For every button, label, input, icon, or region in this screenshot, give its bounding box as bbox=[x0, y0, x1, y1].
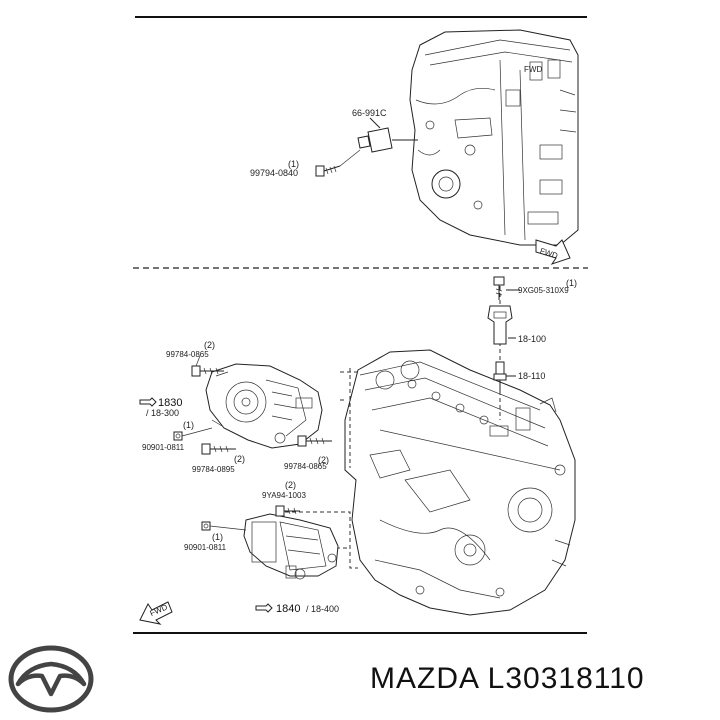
sensor-part-label: 66-991C bbox=[352, 108, 387, 118]
coil-bolt-label: 9XG05-310X9 bbox=[518, 286, 569, 295]
coil-bolt: (1) 9XG05-310X9 bbox=[493, 276, 577, 300]
spark-plug: 18-110 bbox=[493, 361, 545, 392]
engine-block-drawing bbox=[344, 349, 576, 616]
spark-plug-label: 18-110 bbox=[518, 371, 545, 381]
starter-sub-label: / 18-400 bbox=[306, 604, 339, 614]
alt-bolt-top-label: 99784-0865 bbox=[166, 350, 209, 359]
coil-bolt-qty: (1) bbox=[566, 278, 577, 288]
starter-bolt-qty: (2) bbox=[285, 480, 296, 490]
alt-bolt-low-label: 99784-0895 bbox=[192, 465, 235, 474]
fwd-arrow-bottom: FWD bbox=[139, 601, 173, 625]
brand-part-number: MAZDA L30318110 bbox=[370, 662, 645, 695]
alt-bolt-low-qty: (2) bbox=[234, 454, 245, 464]
fwd-marker-cast: FWD bbox=[524, 65, 542, 74]
sensor-bolt: (1) 99794-0840 bbox=[250, 149, 361, 178]
alternator-bolt-top: (2) 99784-0865 bbox=[166, 340, 224, 377]
alternator-sub-label: / 18-300 bbox=[146, 408, 179, 418]
starter-ref-label: 1840 bbox=[276, 603, 300, 615]
starter-bolt: (2) 9YA94-1003 bbox=[262, 480, 306, 517]
alternator-nut: (1) 90901-0811 bbox=[142, 420, 213, 452]
starter-nut-label: 90901-0811 bbox=[184, 543, 227, 552]
starter-ref: 1840 / 18-400 bbox=[255, 603, 339, 615]
sensor-bolt-qty: (1) bbox=[288, 159, 299, 169]
starter-motor bbox=[243, 513, 339, 580]
starter-nut: (1) 90901-0811 bbox=[184, 521, 247, 552]
starter-bolt-label: 9YA94-1003 bbox=[262, 491, 306, 500]
fwd-arrow-top: FWD bbox=[535, 239, 571, 265]
alt-nut-qty: (1) bbox=[183, 420, 194, 430]
sensor-bolt-label: 99794-0840 bbox=[250, 168, 298, 178]
alternator-bolt-lower: (2) 99784-0895 bbox=[192, 443, 245, 474]
ignition-coil: 18-100 bbox=[487, 305, 546, 345]
engine-front-top-drawing: FWD bbox=[409, 29, 579, 246]
sensor-66-991c: 66-991C bbox=[352, 108, 418, 153]
alternator-bolt-right: (2) 99784-0865 bbox=[284, 435, 332, 471]
alternator-ref-label: 1830 bbox=[158, 397, 182, 409]
alternator-ref: 1830 / 18-300 bbox=[139, 397, 182, 418]
alt-bolt-top-qty: (2) bbox=[204, 340, 215, 350]
alt-bolt-right-qty: (2) bbox=[318, 455, 329, 465]
alt-nut-label: 90901-0811 bbox=[142, 443, 185, 452]
starter-nut-qty: (1) bbox=[212, 532, 223, 542]
alt-bolt-right-label: 99784-0865 bbox=[284, 462, 327, 471]
mazda-logo-icon bbox=[8, 645, 94, 713]
ignition-coil-label: 18-100 bbox=[518, 334, 546, 344]
alternator bbox=[205, 363, 323, 449]
